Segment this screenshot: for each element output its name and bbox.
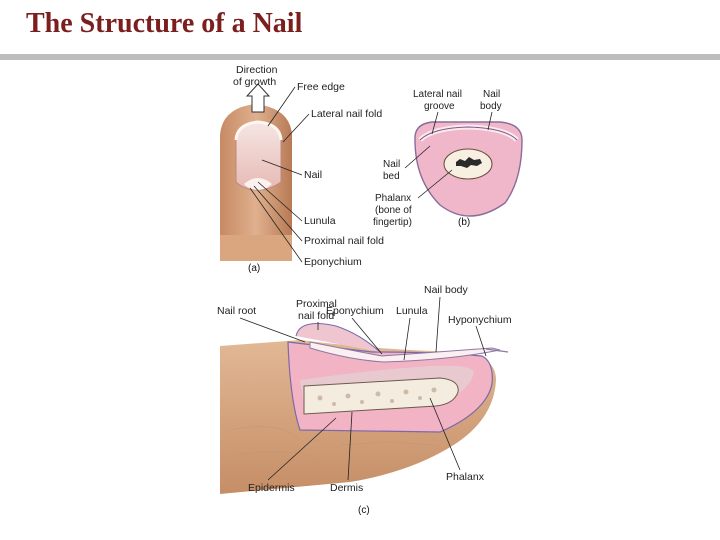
leader-eponychium: [249, 187, 303, 263]
title-divider: [0, 54, 720, 60]
label-nail-bed-1: Nail: [383, 159, 400, 170]
label-lunula: Lunula: [304, 215, 336, 227]
finger-base: [220, 235, 292, 261]
label-lunula-c: Lunula: [396, 305, 428, 317]
leader-proximal-nail-fold: [253, 185, 303, 242]
label-phalanx-b-2: (bone of: [375, 205, 412, 216]
leader-lunula: [257, 181, 303, 222]
leader-phalanx-c: [429, 397, 461, 471]
bone-marrow-mark: [456, 157, 482, 168]
panel-a-fingertip: [220, 83, 292, 261]
nail-body-outline: [419, 126, 518, 141]
leader-lunula-c: [403, 317, 411, 361]
label-proximal-nail-fold-c-2: nail fold: [298, 310, 334, 322]
lunula-shape: [244, 178, 272, 190]
label-lateral-nail-fold: Lateral nail fold: [311, 108, 382, 120]
leader-phalanx-b: [417, 169, 453, 199]
panel-c-label: (c): [358, 505, 370, 516]
label-proximal-nail-fold-c-1: Proximal: [296, 298, 337, 310]
label-lateral-nail-groove-1: Lateral nail: [413, 89, 462, 100]
leader-nail-root: [239, 317, 306, 343]
leader-dermis: [347, 411, 353, 481]
label-phalanx-b-1: Phalanx: [375, 193, 411, 204]
panel-a-label: (a): [248, 263, 260, 274]
slide-title: The Structure of a Nail: [26, 8, 303, 39]
label-proximal-nail-fold: Proximal nail fold: [304, 235, 384, 247]
label-phalanx-b-3: fingertip): [373, 217, 412, 228]
proximal-nail-fold-shape: [295, 323, 381, 353]
leader-lateral-nail-groove: [431, 111, 439, 135]
leader-nail-body-b: [487, 111, 493, 131]
label-nail-bed-2: bed: [383, 171, 400, 182]
leader-eponychium-c: [351, 317, 383, 355]
label-eponychium: Eponychium: [304, 256, 362, 268]
leader-nail-body-c: [435, 296, 441, 353]
label-phalanx-c: Phalanx: [446, 471, 485, 483]
panel-a-labels: Direction of growth Free edge Lateral na…: [233, 64, 384, 274]
label-nail: Nail: [304, 169, 322, 181]
bone-texture: [317, 387, 437, 406]
growth-arrow-icon: [245, 83, 271, 113]
leader-hyponychium: [475, 325, 487, 357]
label-nail-body-b-1: Nail: [483, 89, 500, 100]
panel-b-labels: Lateral nail groove Nail body Nail bed P…: [373, 89, 502, 228]
free-edge-tip: [485, 348, 509, 353]
panel-c-longitudinal-section: [220, 323, 509, 494]
panel-c-labels: Nail body Nail root Proximal nail fold E…: [217, 284, 512, 516]
panel-b-label: (b): [458, 217, 470, 228]
nail-plate-section: [309, 341, 501, 363]
label-epidermis: Epidermis: [248, 482, 295, 494]
label-direction-of-growth-1: Direction: [236, 64, 278, 76]
label-nail-body-c: Nail body: [424, 284, 469, 296]
phalanx-bone: [303, 377, 459, 415]
leader-nail-bed: [404, 145, 431, 169]
label-direction-of-growth-2: of growth: [233, 76, 276, 88]
leader-free-edge: [267, 86, 296, 127]
leader-epidermis: [267, 417, 337, 481]
label-nail-root: Nail root: [217, 305, 256, 317]
leader-nail: [261, 159, 303, 176]
label-hyponychium: Hyponychium: [448, 314, 512, 326]
label-nail-body-b-2: body: [480, 101, 502, 112]
free-edge-shape: [234, 120, 283, 141]
leader-lateral-nail-fold: [282, 113, 310, 143]
label-free-edge: Free edge: [297, 81, 345, 93]
label-eponychium-c: Eponychium: [326, 305, 384, 317]
label-lateral-nail-groove-2: groove: [424, 101, 455, 112]
skin-creases: [229, 426, 441, 466]
label-dermis: Dermis: [330, 482, 363, 494]
panel-b-cross-section: [414, 121, 523, 217]
